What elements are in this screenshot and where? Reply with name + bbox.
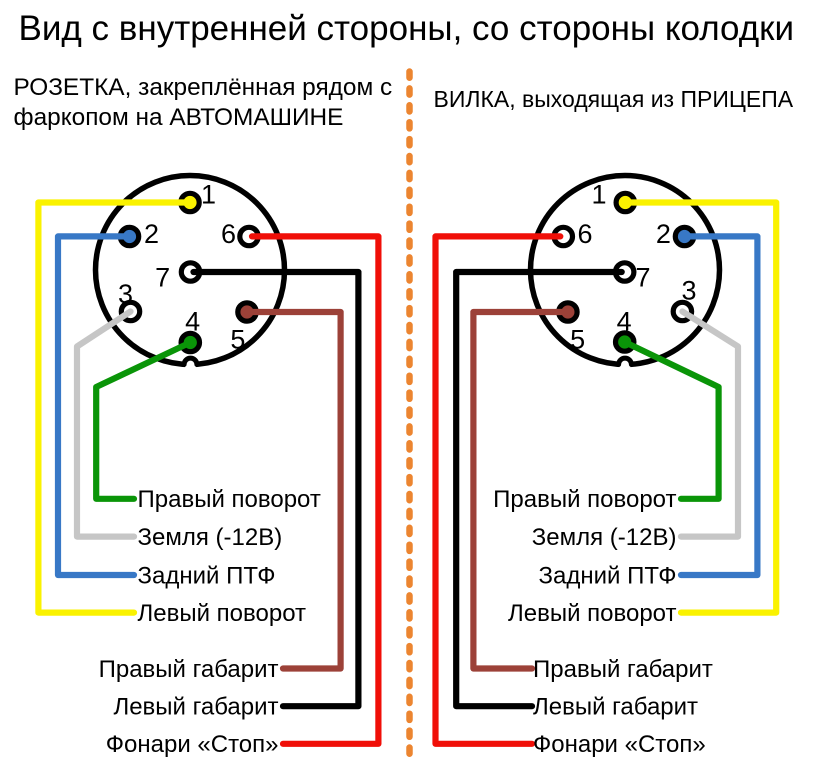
svg-text:Земля (-12В): Земля (-12В) [532, 524, 677, 551]
svg-text:7: 7 [155, 262, 170, 292]
svg-text:Правый габарит: Правый габарит [533, 656, 713, 683]
svg-text:4: 4 [185, 306, 200, 336]
svg-text:4: 4 [617, 306, 632, 336]
svg-text:Левый поворот: Левый поворот [138, 600, 307, 627]
svg-text:7: 7 [635, 262, 650, 292]
svg-text:6: 6 [577, 219, 592, 249]
svg-text:Правый поворот: Правый поворот [493, 486, 676, 513]
svg-text:6: 6 [221, 219, 236, 249]
svg-text:Земля (-12В): Земля (-12В) [138, 524, 283, 551]
svg-text:Задний ПТФ: Задний ПТФ [539, 562, 677, 589]
svg-text:1: 1 [201, 179, 216, 209]
svg-text:Правый поворот: Правый поворот [138, 486, 321, 513]
svg-text:Фонари «Стоп»: Фонари «Стоп» [533, 731, 706, 758]
svg-text:2: 2 [656, 219, 671, 249]
svg-text:Левый габарит: Левый габарит [533, 693, 698, 720]
svg-text:фаркопом на АВТОМАШИНЕ: фаркопом на АВТОМАШИНЕ [14, 104, 344, 131]
svg-text:Фонари «Стоп»: Фонари «Стоп» [106, 731, 279, 758]
svg-text:5: 5 [570, 325, 585, 355]
svg-text:5: 5 [230, 325, 245, 355]
svg-text:РОЗЕТКА, закреплённая рядом с: РОЗЕТКА, закреплённая рядом с [14, 74, 393, 101]
svg-text:3: 3 [681, 276, 696, 306]
svg-text:Задний ПТФ: Задний ПТФ [138, 562, 276, 589]
svg-text:Левый габарит: Левый габарит [113, 693, 278, 720]
svg-text:Правый габарит: Правый габарит [99, 656, 279, 683]
svg-text:1: 1 [591, 179, 606, 209]
svg-text:Левый поворот: Левый поворот [508, 600, 677, 627]
svg-text:2: 2 [144, 219, 159, 249]
svg-text:3: 3 [118, 279, 133, 309]
svg-text:Вид с внутренней стороны, со с: Вид с внутренней стороны, со стороны кол… [19, 9, 795, 48]
svg-text:ВИЛКА, выходящая из ПРИЦЕПА: ВИЛКА, выходящая из ПРИЦЕПА [434, 86, 794, 112]
